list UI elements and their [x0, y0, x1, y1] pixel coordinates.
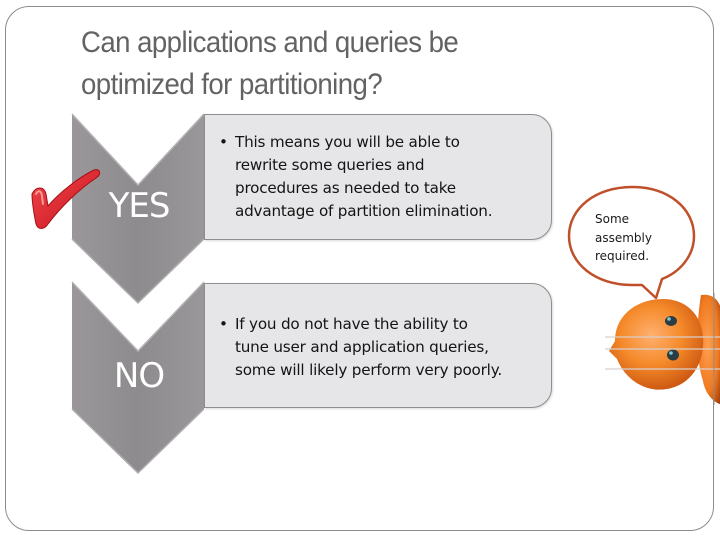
doll-image	[605, 293, 720, 405]
bullet-list: If you do not have the ability to tune u…	[205, 313, 551, 382]
doll-head-icon	[605, 293, 720, 405]
slide-title: Can applications and queries be optimize…	[81, 22, 596, 106]
chevron-yes: YES	[70, 113, 208, 305]
chevron-no: NO	[70, 281, 208, 475]
option-label-no: NO	[113, 356, 165, 396]
bullet-item: This means you will be able to rewrite s…	[205, 131, 551, 223]
bullet-item: If you do not have the ability to tune u…	[205, 313, 551, 382]
chevron-shape-icon	[71, 281, 205, 475]
chevron-shape-icon	[71, 113, 205, 305]
option-box-no: If you do not have the ability to tune u…	[204, 283, 552, 408]
title-line-2: optimized for partitioning?	[81, 68, 383, 101]
bullet-list: This means you will be able to rewrite s…	[205, 131, 551, 223]
option-box-yes: This means you will be able to rewrite s…	[204, 114, 552, 240]
title-line-1: Can applications and queries be	[81, 26, 459, 59]
option-label-yes: YES	[108, 186, 171, 226]
callout-text: Some assembly required.	[595, 212, 652, 263]
speech-bubble-icon	[567, 185, 696, 300]
red-checkmark-icon	[31, 169, 101, 229]
